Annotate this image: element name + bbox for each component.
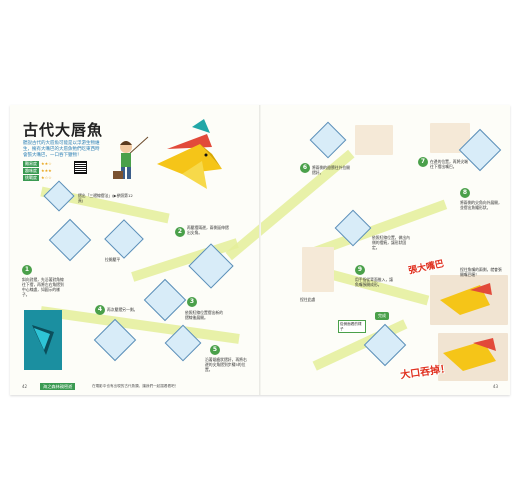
book-spread: 古代大唇魚 聽說古代的大唇魚可能是以浮游生物維生，擁有大嘴巴的大唇魚牠們吃東西時…: [10, 105, 510, 395]
page-number-left: 42: [22, 384, 28, 389]
right-page: 6 將兩側的翅膀往外拉開摺好。 7 在邊的位置，再將尖端往下摺出嘴巴。 8 將兩…: [260, 105, 510, 395]
in-fold-note: 依照紅線位置，做出內側的摺痕，讓形狀固定。: [372, 235, 410, 250]
intro-text: 聽說古代的大唇魚可能是以浮游生物維生，擁有大嘴巴的大唇魚牠們吃東西時會張大嘴巴，…: [23, 141, 100, 158]
step-9-text: 用手指從背面推入，讓魚嘴張開成形。: [355, 277, 393, 287]
fold-diagram: [334, 209, 372, 247]
step-4-text: 再次壓摺另一側。: [107, 307, 138, 312]
rating-label: 難易度: [23, 161, 39, 167]
fold-diagram-square: [43, 180, 75, 212]
fold-diagram: [143, 278, 187, 322]
finish-tag: 完成: [375, 312, 389, 320]
fold-diagram: [188, 243, 234, 289]
step-number-6: 6: [300, 163, 310, 173]
fold-diagram: [93, 318, 137, 362]
hand-folding-photo: [355, 125, 393, 155]
step-2-text: 再壓摺兩邊，兩側延伸摺出尖角。: [187, 225, 229, 235]
finished-fish-model: [157, 119, 222, 189]
step-6-text: 將兩側的翅膀往外拉開摺好。: [312, 165, 350, 175]
step-number-2: 2: [175, 227, 185, 237]
fish-model-icon: [440, 283, 492, 315]
pinch-note: 捏住此處: [300, 297, 316, 302]
page-title: 古代大唇魚: [23, 121, 104, 139]
footer-note: 在電影中也有出現的古代魚類，讓我們一起摺看看吧！: [92, 384, 179, 388]
rating-label: 挑戰度: [23, 175, 39, 181]
teal-fish-photo: [24, 310, 62, 370]
rating-row: 挑戰度 ★☆☆: [23, 175, 78, 181]
step-number-9: 9: [355, 265, 365, 275]
left-page: 古代大唇魚 聽說古代的大唇魚可能是以浮游生物維生，擁有大嘴巴的大唇魚牠們吃東西時…: [10, 105, 260, 395]
fish-mouth-open-photo: [430, 275, 508, 325]
fold-diagram: [48, 218, 92, 262]
fish-swallow-photo: [438, 333, 508, 381]
fold-diagram: [363, 323, 407, 367]
rating-row: 趣味度 ★★★: [23, 168, 78, 174]
pull-note: 拉開壓平: [105, 257, 121, 262]
rating-row: 難易度 ★★☆: [23, 161, 78, 167]
step-1-text: 斜向對摺，先沿著對角線往下摺，再將左右角摺到中心線處，如圖示的樣子。: [22, 277, 64, 297]
hand-folding-photo: [302, 247, 334, 292]
mouth-tip-note: 捏住魚嘴的兩側，就會張開嘴巴喔！: [460, 267, 502, 277]
step-number-5: 5: [210, 345, 220, 355]
fold-diagram: [104, 219, 144, 259]
star-icon: ★★☆: [41, 161, 52, 166]
fold-ref-note: 摺出「三褶線摺法」(▶參照第12頁): [78, 193, 133, 203]
fish-model-icon: [443, 338, 496, 371]
step-number-3: 3: [187, 297, 197, 307]
step-number-8: 8: [460, 188, 470, 198]
section-label: 海之森林親密遊: [40, 383, 76, 390]
fisher-boy-illustration: [113, 136, 149, 179]
star-icon: ★☆☆: [41, 175, 52, 180]
book-gutter: [259, 105, 261, 395]
step-number-4: 4: [95, 305, 105, 315]
qr-code-icon: [74, 161, 87, 174]
star-icon: ★★★: [41, 168, 52, 173]
rating-table: 難易度 ★★☆ 趣味度 ★★★ 挑戰度 ★☆☆: [23, 161, 78, 182]
step-number-1: 1: [22, 265, 32, 275]
step-3-text: 依照紅線位置摺出新的摺線後展開。: [185, 310, 223, 320]
step-5-text: 沿著鋸齒狀摺好，再將右邊的尖角摺到步驟5的位置。: [205, 357, 247, 372]
page-number-right: 43: [492, 384, 498, 389]
step-number-7: 7: [418, 157, 428, 167]
rating-label: 趣味度: [23, 168, 39, 174]
side-view-note: 從側面看的樣子: [338, 320, 366, 334]
fold-diagram: [309, 121, 347, 159]
step-8-text: 將兩側的尖角向外展開，並摺出魚鰭形狀。: [460, 200, 502, 210]
open-mouth-callout: 張大嘴巴: [407, 259, 445, 277]
step-7-text: 在邊的位置，再將尖端往下摺出嘴巴。: [430, 159, 468, 169]
fold-diagram: [164, 324, 202, 362]
